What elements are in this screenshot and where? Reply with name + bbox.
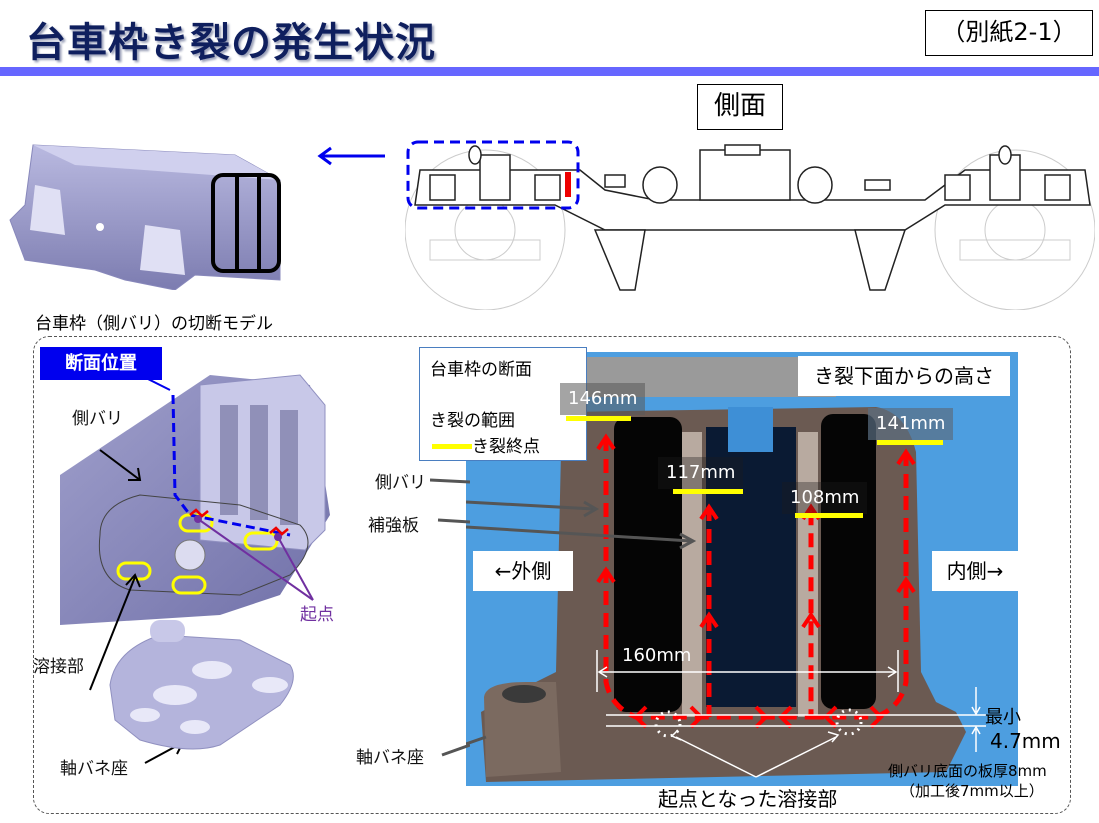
page-title: 台車枠き裂の発生状況 bbox=[26, 20, 436, 66]
left-arrow-icon bbox=[317, 146, 385, 166]
width-label: 160mm bbox=[622, 645, 692, 666]
measurement-108: 108mm bbox=[782, 482, 868, 514]
measurement-117: 117mm bbox=[658, 457, 744, 489]
photo-side-beam-label: 側バリ bbox=[375, 473, 426, 493]
thickness-note-after-machining: （加工後7mm以上） bbox=[900, 782, 1044, 800]
legend-title: 台車枠の断面 bbox=[430, 360, 532, 380]
height-title-label: き裂下面からの高さ bbox=[798, 356, 1010, 396]
origin-label: 起点 bbox=[300, 605, 334, 625]
crack-end-bar-141 bbox=[877, 440, 943, 445]
detail-frame bbox=[33, 336, 1071, 814]
min-thickness-value: 4.7mm bbox=[990, 729, 1061, 753]
crack-end-bar-117 bbox=[673, 489, 743, 494]
side-beam-label: 側バリ bbox=[72, 409, 123, 429]
photo-axle-spring-seat-label: 軸バネ座 bbox=[356, 748, 424, 768]
inner-side-label: 内側→ bbox=[932, 551, 1018, 591]
legend-crack-end-swatch bbox=[432, 444, 472, 449]
side-beam-cut-model bbox=[60, 365, 330, 764]
cut-model-caption: 台車枠（側バリ）の切断モデル bbox=[35, 314, 273, 334]
origin-weld-marker-left bbox=[654, 710, 682, 738]
label-pointer-lines bbox=[430, 478, 470, 757]
origin-weld-marker-right bbox=[835, 708, 863, 736]
axle-spring-seat-label: 軸バネ座 bbox=[60, 759, 128, 779]
crack-end-bar-146 bbox=[566, 416, 631, 421]
photo-reinforcement-label: 補強板 bbox=[368, 516, 419, 536]
crack-location-marker bbox=[565, 172, 571, 197]
measurement-141: 141mm bbox=[868, 408, 954, 440]
origin-weld-label: 起点となった溶接部 bbox=[658, 787, 838, 811]
outer-side-label: ←外側 bbox=[473, 551, 573, 591]
title-rule bbox=[0, 67, 1099, 76]
bogie-side-view-drawing bbox=[405, 140, 1095, 310]
min-thickness-label: 最小 bbox=[985, 707, 1021, 728]
weld-label: 溶接部 bbox=[33, 657, 84, 677]
annex-label: （別紙2-1） bbox=[925, 10, 1093, 56]
legend-crack-range: き裂の範囲 bbox=[430, 411, 515, 431]
side-beam-3d-model bbox=[9, 144, 281, 290]
legend-crack-end: き裂終点 bbox=[472, 437, 540, 457]
thickness-note: 側バリ底面の板厚8mm bbox=[888, 762, 1047, 780]
measurement-146: 146mm bbox=[560, 383, 646, 415]
section-position-label: 断面位置 bbox=[40, 347, 162, 380]
side-view-label: 側面 bbox=[697, 84, 783, 130]
crack-end-bar-108 bbox=[795, 513, 863, 518]
legend-box: 台車枠の断面 き裂の範囲 き裂終点 bbox=[419, 347, 587, 461]
